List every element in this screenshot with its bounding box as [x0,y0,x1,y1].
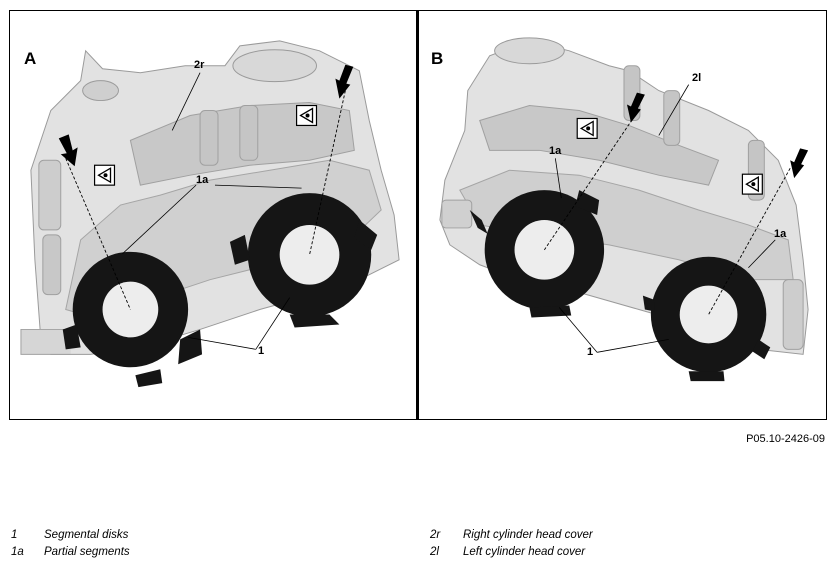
leader-line [214,184,302,189]
legend-key: 1 [11,529,18,541]
leader-line [554,158,562,199]
leader-line [748,239,776,269]
arrow-icon [335,64,354,99]
segmental-disk [469,190,605,318]
panel-b-drawing [439,37,809,382]
leader-line [171,72,201,131]
inspection-symbol-icon [295,104,318,127]
callout-1: 1 [258,345,265,357]
panel-b: B 2l 1a 1a 1 [419,11,826,419]
panel-divider [416,11,419,419]
legend-text: Right cylinder head cover [463,529,593,541]
callout-2l: 2l [692,72,702,84]
panel-a: A 2r 1a 1 [10,11,416,419]
legend-item: 1a Partial segments [11,546,130,563]
illustration-figure: A 2r 1a 1 [9,10,827,420]
callout-1a: 1a [549,145,562,157]
callout-1: 1 [587,346,594,358]
leader-line [255,297,290,350]
inspection-symbol-icon [576,117,598,139]
legend-item: 1 Segmental disks [11,529,130,546]
segmental-disk [642,256,771,382]
panel-a-drawing [20,40,400,388]
leader-line [658,84,690,136]
callout-1a: 1a [196,174,209,186]
reference-code: P05.10-2426-09 [746,433,825,445]
arrow-icon [626,92,645,123]
inspection-symbol-icon [93,164,116,186]
legend-item: 2r Right cylinder head cover [430,529,593,546]
leader-line [188,337,256,350]
callout-1a-second: 1a [774,228,787,240]
legend-left: 1 Segmental disks 1a Partial segments [11,529,130,563]
legend-key: 1a [11,546,24,558]
legend-item: 2l Left cylinder head cover [430,546,593,563]
leader-line [559,307,598,353]
segmental-disk [229,193,378,328]
legend-text: Partial segments [44,546,130,558]
arrow-icon [58,134,78,167]
leader-line [122,184,197,255]
panel-letter-b: B [431,49,444,68]
legend-right: 2r Right cylinder head cover 2l Left cyl… [430,529,593,563]
alignment-line [544,115,636,251]
legend-text: Segmental disks [44,529,129,541]
legend-key: 2l [430,546,439,558]
leader-line [597,338,669,353]
alignment-line [708,168,791,315]
alignment-line [65,158,131,310]
arrow-icon [790,148,809,179]
panel-letter-a: A [24,49,37,68]
legend-key: 2r [430,529,441,541]
legend-text: Left cylinder head cover [463,546,586,558]
alignment-line [309,90,346,255]
callout-2r: 2r [194,59,205,71]
inspection-symbol-icon [741,173,763,195]
